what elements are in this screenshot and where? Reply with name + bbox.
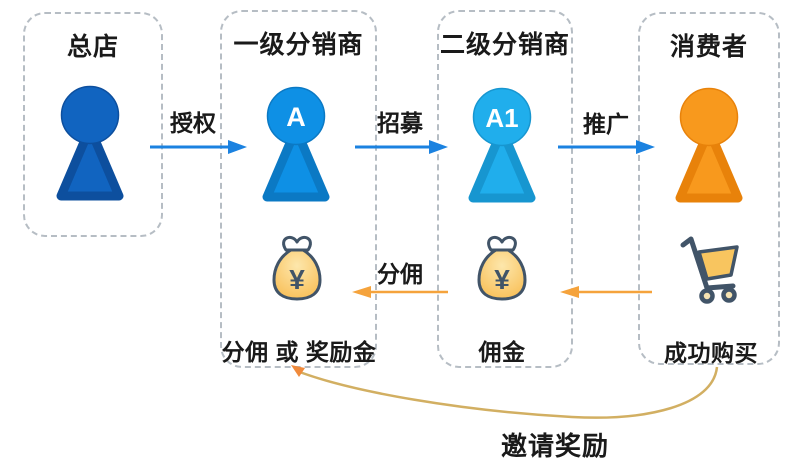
purchase-success-label: 成功购买 bbox=[664, 340, 758, 366]
head-store-pawn-icon bbox=[56, 85, 124, 201]
level1-reward-label: 分佣 或 奖励金 bbox=[221, 339, 377, 365]
level2-distributor-box: 二级分销商 bbox=[437, 10, 573, 368]
invite-reward-label: 邀请奖励 bbox=[500, 431, 610, 458]
consumer-title: 消费者 bbox=[669, 33, 748, 61]
commission-share-label: 分佣 bbox=[377, 261, 423, 287]
pawn-head bbox=[472, 87, 532, 147]
pawn-body bbox=[56, 123, 124, 201]
money-bag-body bbox=[477, 248, 527, 301]
pawn-body bbox=[262, 124, 330, 202]
cart-basket bbox=[697, 245, 739, 281]
authorize-label: 授权 bbox=[170, 110, 216, 136]
promote-label: 推广 bbox=[583, 111, 629, 137]
consumer-box: 消费者 bbox=[638, 12, 780, 365]
yuan-symbol: ¥ bbox=[289, 264, 305, 295]
money-bag-knot bbox=[487, 235, 517, 252]
invite-reward-arrow bbox=[291, 365, 719, 419]
shopping-cart-icon bbox=[680, 236, 739, 304]
level2-pawn-icon: A1 bbox=[468, 87, 536, 203]
head-store-title: 总店 bbox=[66, 33, 119, 61]
money-bag-icon: ¥ bbox=[272, 235, 322, 301]
level1-distributor-title: 一级分销商 bbox=[233, 31, 364, 59]
money-bag-body bbox=[272, 248, 322, 301]
pawn-head bbox=[679, 87, 739, 147]
cart-wheel bbox=[699, 288, 715, 304]
cart-wheel bbox=[721, 287, 737, 303]
level2-pawn-label: A1 bbox=[485, 103, 518, 133]
pawn-head bbox=[60, 85, 120, 145]
money-bag-knot bbox=[282, 235, 312, 252]
pawn-body bbox=[675, 125, 743, 203]
pawn-head bbox=[266, 86, 326, 146]
level1-pawn-icon: A bbox=[262, 86, 330, 202]
level2-reward-label: 佣金 bbox=[478, 339, 526, 365]
head-store-box: 总店 bbox=[23, 12, 163, 237]
level2-distributor-title: 二级分销商 bbox=[439, 31, 570, 59]
level1-pawn-label: A bbox=[286, 102, 306, 132]
money-bag-icon: ¥ bbox=[477, 235, 527, 301]
yuan-symbol: ¥ bbox=[494, 264, 510, 295]
recruit-label: 招募 bbox=[377, 110, 423, 136]
pawn-body bbox=[468, 125, 536, 203]
cart-handle bbox=[680, 236, 736, 291]
consumer-pawn-icon bbox=[675, 87, 743, 203]
